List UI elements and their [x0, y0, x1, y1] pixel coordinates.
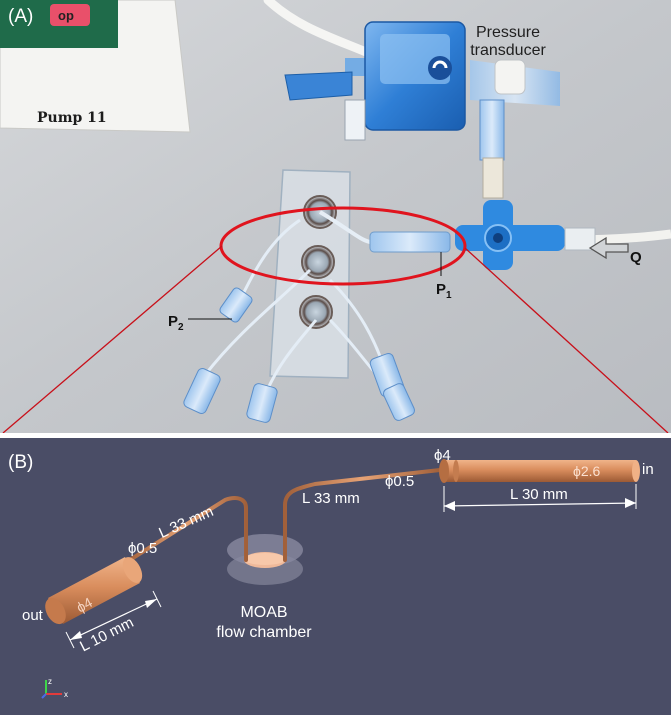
- p2-main: P: [168, 313, 178, 330]
- pressure-transducer-label-line2: transducer: [470, 42, 546, 59]
- pressure-transducer-device: [284, 21, 560, 199]
- p2-label: P2: [168, 313, 184, 333]
- pump-label: Pump 11: [37, 110, 107, 126]
- panel-a: op Pump 11 (A) Pressure transducer: [0, 0, 671, 434]
- axis-z-label: z: [48, 677, 52, 686]
- left-thin-tube: [123, 496, 248, 565]
- phi4-left-label: ϕ4: [74, 594, 95, 616]
- l30-label: L 30 mm: [510, 486, 568, 503]
- chamber-label-line2: flow chamber: [216, 624, 312, 641]
- phi05-right-label: ϕ0.5: [385, 473, 414, 490]
- flow-chamber-slide: [269, 169, 351, 379]
- outlet-cylinder: [45, 557, 143, 625]
- p1-main: P: [436, 281, 446, 298]
- p1-sub: 1: [446, 290, 452, 301]
- p2-sub: 2: [178, 322, 184, 333]
- q-label: Q: [630, 249, 642, 266]
- zoom-line-left: [2, 245, 223, 434]
- inlet-cylinder: [439, 459, 640, 483]
- in-label: in: [642, 461, 654, 478]
- dimension-l10: [65, 590, 162, 649]
- phi05-left-label: ϕ0.5: [128, 540, 157, 557]
- moab-chamber-model: [227, 534, 303, 585]
- axis-triad: [41, 680, 62, 699]
- panel-separator: [0, 433, 671, 438]
- pressure-transducer-label-line1: Pressure: [476, 24, 540, 41]
- panel-a-label: (A): [8, 6, 33, 27]
- flow-arrow-q: [588, 236, 629, 260]
- chamber-label-line1: MOAB: [240, 604, 287, 621]
- chamber-connector-tube: [318, 210, 371, 244]
- chamber-well-3: [299, 295, 333, 329]
- pump-screen-button: [50, 4, 90, 26]
- phi4-right-label: ϕ4: [434, 447, 451, 464]
- phi26-label: ϕ2.6: [573, 463, 601, 479]
- outlet-tubing: [183, 218, 416, 423]
- pump-screen-text: op: [58, 8, 74, 23]
- pump-box: op Pump 11: [0, 0, 191, 133]
- dimension-l30: [443, 484, 637, 512]
- l33-right-label: L 33 mm: [302, 490, 360, 507]
- panel-b-label: (B): [8, 452, 33, 473]
- right-thin-tube: [283, 468, 442, 562]
- panel-b: (B): [0, 438, 671, 715]
- out-label: out: [22, 607, 44, 624]
- axis-x-label: x: [64, 690, 68, 699]
- zoom-line-right: [464, 247, 669, 434]
- four-way-stopcock: [455, 200, 596, 270]
- p1-label: P1: [436, 281, 452, 301]
- p1-connector: [369, 231, 451, 253]
